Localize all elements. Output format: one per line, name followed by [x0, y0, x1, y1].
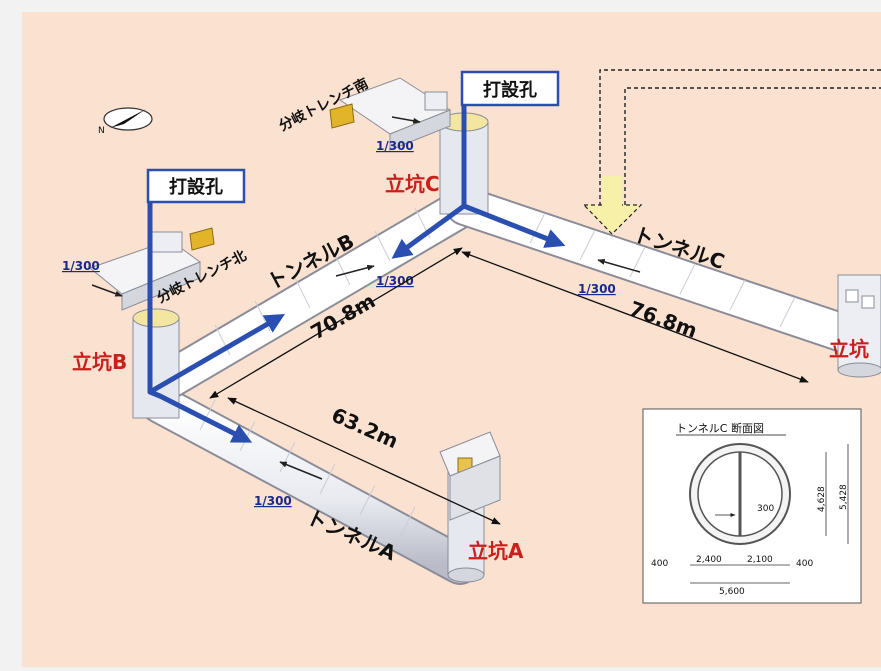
dimension-line-tunnel-b: [209, 247, 463, 399]
dimension-line-tunnel-c: [461, 251, 809, 383]
slope-label-tunnel-b: 1/300: [376, 274, 414, 288]
dim-5600: 5,600: [719, 587, 745, 597]
shaft-c-label: 立坑C: [385, 172, 440, 196]
dim-400-left: 400: [651, 559, 668, 569]
dim-5428: 5,428: [839, 484, 849, 510]
dimension-line-tunnel-a: [227, 397, 501, 525]
dim-300: 300: [757, 504, 774, 514]
cross-section-title: トンネルC 断面図: [676, 421, 764, 435]
dim-4628: 4,628: [817, 486, 827, 512]
slope-label-tunnel-a: 1/300: [254, 494, 292, 508]
dim-400-right: 400: [796, 559, 813, 569]
svg-text:N: N: [98, 126, 105, 136]
borehole-label-top: 打設孔: [460, 70, 560, 107]
route-top-borehole: [391, 104, 566, 259]
slope-label-tunnel-c: 1/300: [578, 282, 616, 296]
shaft-b-structure: [88, 227, 215, 419]
dim-2100: 2,100: [747, 555, 773, 565]
north-compass-icon: N: [98, 107, 153, 136]
cross-section-inset: トンネルC 断面図 300 4,628 5,428 400 2,400 2,10…: [642, 408, 862, 604]
slope-label-trench-north: 1/300: [62, 259, 100, 273]
flow-direction-arrow: [582, 69, 881, 235]
shaft-b-label: 立坑B: [72, 350, 127, 374]
shaft-d-label: 立坑: [829, 337, 869, 361]
shaft-d-structure: [837, 274, 881, 378]
shaft-a-label: 立坑A: [468, 539, 524, 563]
borehole-left-text: 打設孔: [169, 176, 223, 198]
dim-2400: 2,400: [696, 555, 722, 565]
borehole-top-text: 打設孔: [483, 79, 537, 101]
slope-label-trench-south: 1/300: [376, 139, 414, 153]
borehole-label-left: 打設孔: [146, 168, 246, 204]
